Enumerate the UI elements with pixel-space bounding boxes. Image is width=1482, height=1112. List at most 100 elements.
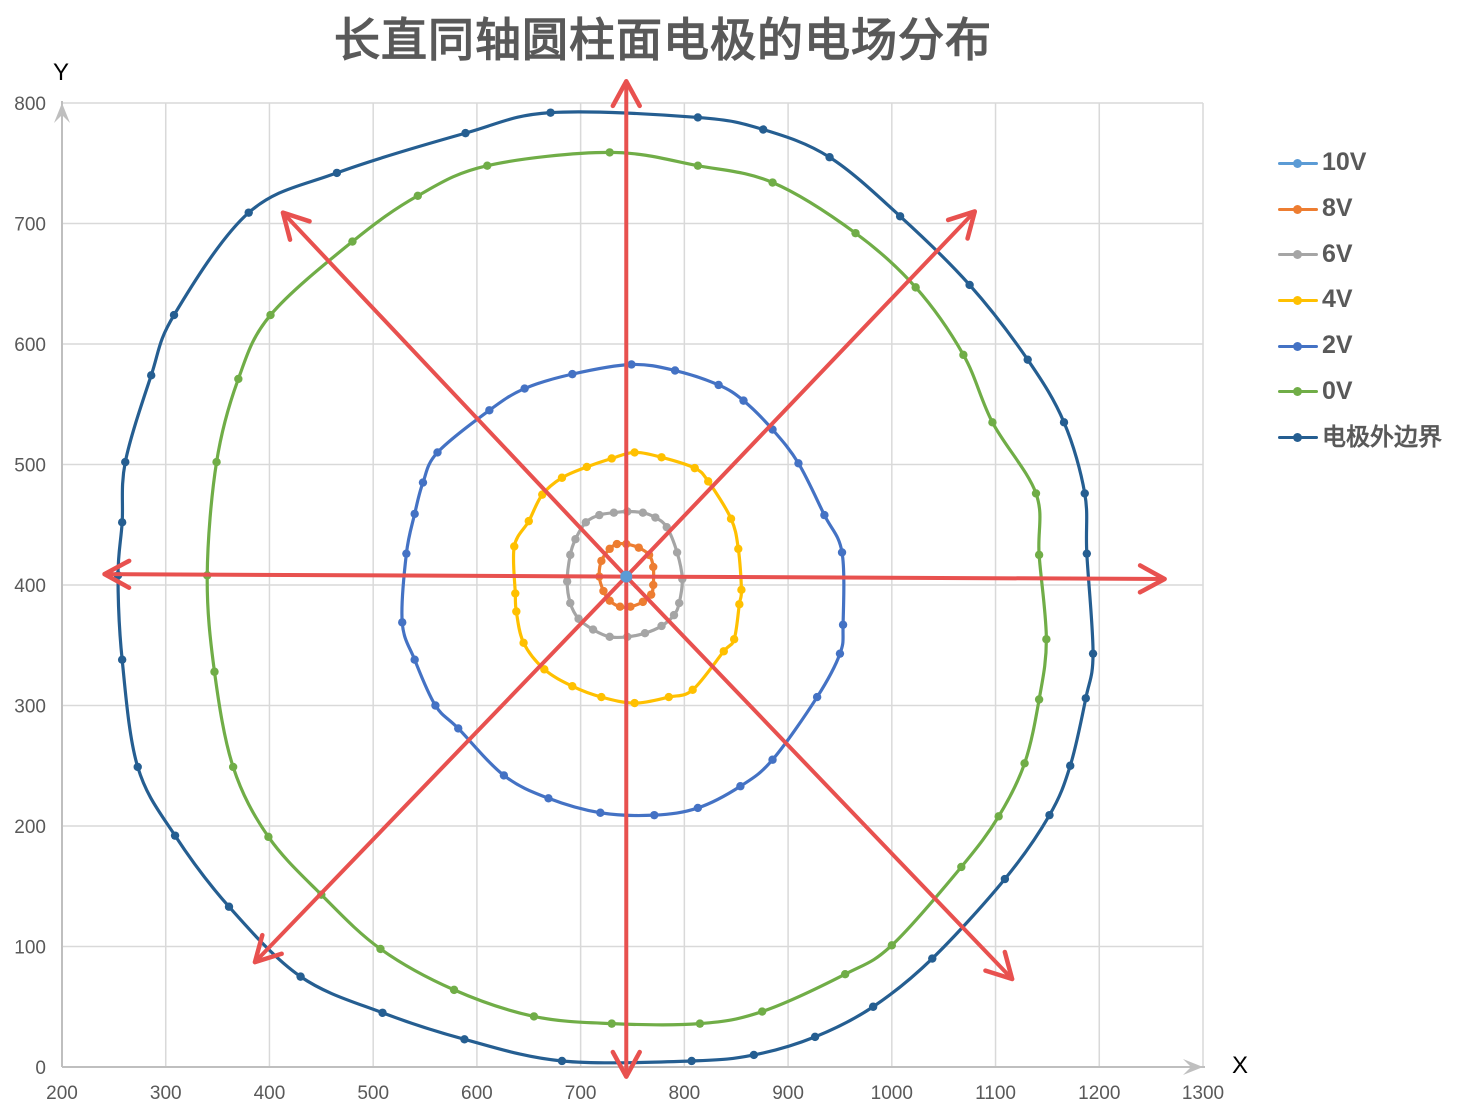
data-point[interactable] xyxy=(895,212,905,221)
data-point[interactable] xyxy=(734,544,743,554)
data-point[interactable] xyxy=(557,473,567,482)
data-point[interactable] xyxy=(224,902,234,911)
data-point[interactable] xyxy=(557,1056,567,1066)
data-point[interactable] xyxy=(483,161,492,170)
data-point[interactable] xyxy=(1034,550,1044,560)
data-point[interactable] xyxy=(378,1008,387,1017)
data-point[interactable] xyxy=(838,620,848,629)
data-point[interactable] xyxy=(757,1007,767,1016)
data-point[interactable] xyxy=(615,602,625,611)
data-point[interactable] xyxy=(737,585,746,595)
data-point[interactable] xyxy=(695,1019,705,1028)
data-point[interactable] xyxy=(868,1002,878,1011)
data-point[interactable] xyxy=(649,580,658,590)
data-point[interactable] xyxy=(1020,759,1029,768)
data-point[interactable] xyxy=(540,665,549,674)
data-point[interactable] xyxy=(529,1012,539,1021)
data-point[interactable] xyxy=(1031,489,1041,498)
data-point[interactable] xyxy=(170,831,180,840)
data-point[interactable] xyxy=(649,562,658,572)
data-point[interactable] xyxy=(835,649,845,658)
data-point[interactable] xyxy=(630,448,639,457)
data-point[interactable] xyxy=(630,698,639,708)
data-point[interactable] xyxy=(837,548,847,557)
data-point[interactable] xyxy=(664,692,674,702)
data-point[interactable] xyxy=(568,369,577,379)
data-point[interactable] xyxy=(605,632,614,642)
data-point[interactable] xyxy=(212,457,221,467)
legend-item-8v[interactable]: 8V xyxy=(1278,186,1442,232)
data-point[interactable] xyxy=(511,589,520,598)
data-point[interactable] xyxy=(812,692,822,702)
data-point[interactable] xyxy=(1042,635,1051,644)
data-point[interactable] xyxy=(825,153,834,162)
data-point[interactable] xyxy=(296,972,305,981)
data-point[interactable] xyxy=(794,459,803,468)
data-point[interactable] xyxy=(433,448,442,457)
data-point[interactable] xyxy=(499,771,509,780)
data-point[interactable] xyxy=(1066,761,1075,770)
data-point[interactable] xyxy=(607,454,616,463)
data-point[interactable] xyxy=(928,954,937,963)
data-point[interactable] xyxy=(704,477,713,486)
data-point[interactable] xyxy=(510,542,519,551)
data-point[interactable] xyxy=(605,544,614,554)
data-point[interactable] xyxy=(627,360,636,369)
data-point[interactable] xyxy=(117,655,127,664)
data-point[interactable] xyxy=(887,941,897,950)
data-point[interactable] xyxy=(595,510,604,520)
data-point[interactable] xyxy=(638,597,648,607)
data-point[interactable] xyxy=(169,310,179,320)
data-point[interactable] xyxy=(1082,549,1092,558)
data-point[interactable] xyxy=(988,418,997,427)
data-point[interactable] xyxy=(735,600,744,609)
data-point[interactable] xyxy=(810,1032,820,1042)
data-point[interactable] xyxy=(449,985,459,995)
data-point[interactable] xyxy=(348,237,357,246)
data-point[interactable] xyxy=(147,371,156,380)
data-point[interactable] xyxy=(234,374,243,384)
data-point[interactable] xyxy=(210,667,219,676)
data-point[interactable] xyxy=(571,535,580,544)
data-point[interactable] xyxy=(431,701,440,710)
data-point[interactable] xyxy=(1080,489,1089,498)
data-point[interactable] xyxy=(264,832,273,842)
data-point[interactable] xyxy=(693,113,703,122)
data-point[interactable] xyxy=(851,228,860,238)
data-point[interactable] xyxy=(524,516,533,526)
data-point[interactable] xyxy=(638,508,648,517)
data-point[interactable] xyxy=(672,548,682,557)
data-point[interactable] xyxy=(398,618,407,627)
data-point[interactable] xyxy=(418,478,428,487)
data-point[interactable] xyxy=(566,598,575,608)
data-point[interactable] xyxy=(965,280,974,290)
legend-item-electrode-boundary[interactable]: 电极外边界 xyxy=(1278,414,1442,460)
data-point[interactable] xyxy=(402,549,411,558)
data-point[interactable] xyxy=(1023,355,1032,364)
data-point[interactable] xyxy=(1045,810,1054,820)
data-point[interactable] xyxy=(994,812,1003,821)
data-point[interactable] xyxy=(605,148,614,157)
legend-item-0v[interactable]: 0V xyxy=(1278,368,1442,414)
data-point[interactable] xyxy=(596,808,605,817)
data-point[interactable] xyxy=(768,755,777,764)
data-point[interactable] xyxy=(959,350,968,360)
data-point[interactable] xyxy=(133,762,142,772)
data-point[interactable] xyxy=(693,161,703,170)
data-point[interactable] xyxy=(657,621,666,631)
data-point[interactable] xyxy=(410,509,419,519)
data-point[interactable] xyxy=(726,514,736,523)
data-point[interactable] xyxy=(512,607,521,616)
data-point[interactable] xyxy=(117,518,127,527)
data-point[interactable] xyxy=(634,543,643,552)
data-point[interactable] xyxy=(729,635,739,644)
data-point[interactable] xyxy=(687,1056,696,1066)
data-point[interactable] xyxy=(1059,418,1069,427)
data-point[interactable] xyxy=(332,168,342,178)
data-point[interactable] xyxy=(244,208,253,217)
data-point[interactable] xyxy=(562,577,572,586)
data-point[interactable] xyxy=(1088,649,1098,658)
data-point[interactable] xyxy=(597,556,606,566)
data-point[interactable] xyxy=(719,647,728,656)
data-point[interactable] xyxy=(739,396,748,405)
